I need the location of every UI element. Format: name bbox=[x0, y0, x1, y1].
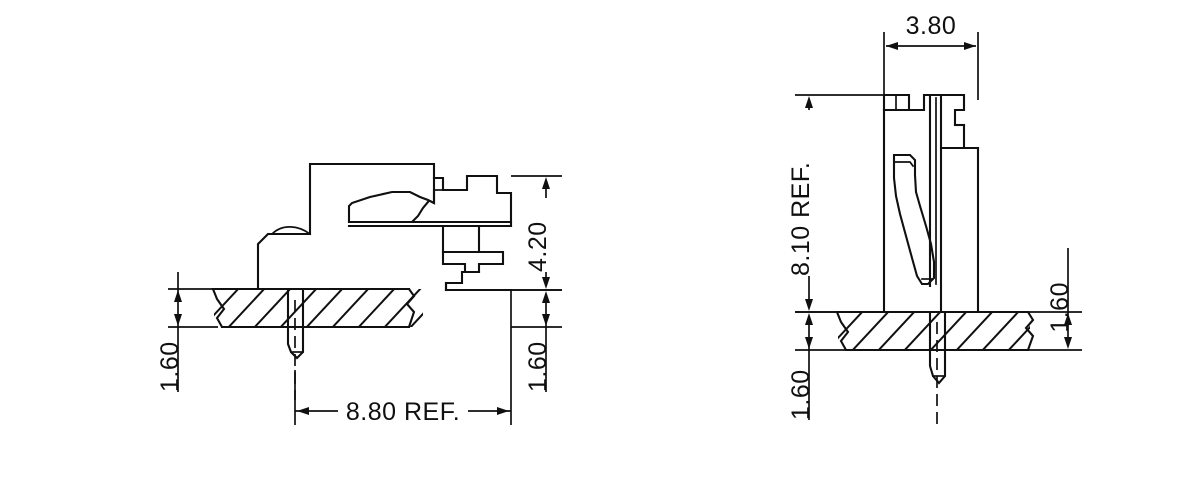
side-view-pcb-section bbox=[211, 287, 423, 329]
dim-text-left-lower-1-60: 1.60 bbox=[787, 369, 815, 420]
end-view-group: 3.80 8.10 REF. 1.60 bbox=[787, 12, 1082, 428]
dim-text-far-right-1-60: 1.60 bbox=[1046, 282, 1074, 333]
dim-text-3-80: 3.80 bbox=[906, 12, 957, 40]
dim-left-1-60: 1.60 bbox=[156, 272, 218, 392]
dim-text-8-10-ref: 8.10 REF. bbox=[787, 162, 815, 276]
dim-left-lower-1-60: 1.60 bbox=[787, 311, 845, 420]
dim-far-right-1-60: 1.60 bbox=[1028, 248, 1082, 351]
dim-text-4-20: 4.20 bbox=[524, 221, 552, 272]
side-view-connector-body bbox=[256, 162, 513, 292]
end-view-solder-pin bbox=[928, 310, 947, 428]
side-view-group: 1.60 8.80 REF. bbox=[156, 162, 562, 426]
dim-right-1-60: 1.60 bbox=[511, 289, 562, 392]
pcb-hatch-lines bbox=[214, 289, 423, 327]
pcb-hatch-lines-right bbox=[838, 312, 1030, 350]
dim-text-8-80-ref: 8.80 REF. bbox=[346, 398, 460, 426]
dim-text-right-1-60: 1.60 bbox=[524, 341, 552, 392]
dim-bottom-8-80-ref: 8.80 REF. bbox=[294, 290, 512, 426]
dim-top-3-80: 3.80 bbox=[883, 12, 979, 100]
dim-right-4-20: 4.20 bbox=[511, 175, 562, 291]
end-view-connector-body bbox=[882, 93, 980, 314]
dim-text-left-1-60: 1.60 bbox=[156, 341, 184, 392]
dim-left-8-10-ref: 8.10 REF. bbox=[787, 94, 890, 313]
end-view-pcb-section bbox=[835, 310, 1035, 352]
